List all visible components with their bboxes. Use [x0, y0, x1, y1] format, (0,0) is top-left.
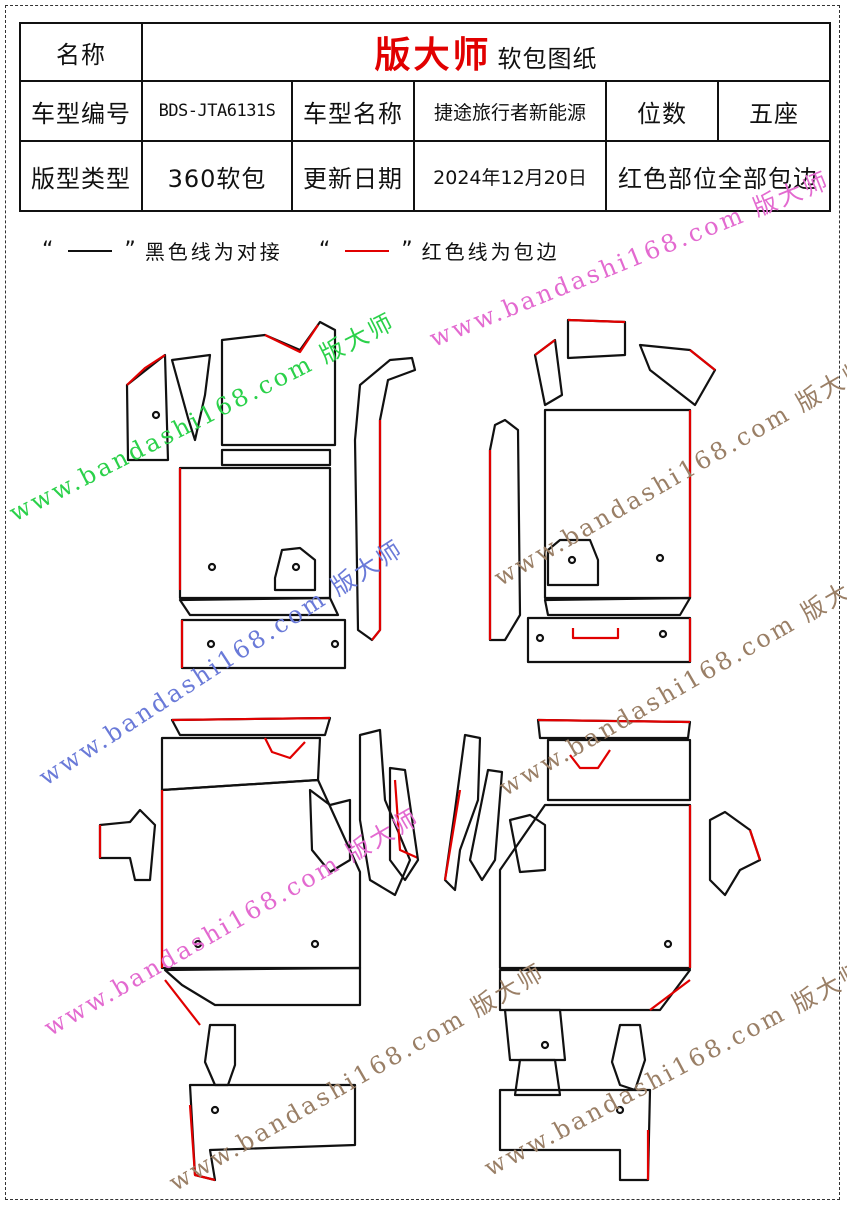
red-line-sample — [345, 249, 390, 252]
model-code: BDS-JTA6131S — [141, 80, 293, 142]
seats: 五座 — [716, 80, 832, 142]
title-cell: 版大师软包图纸 — [140, 22, 832, 82]
edge-note: 红色部位全部包边 — [604, 140, 832, 212]
line-legend: “ ” 黑色线为对接 “ ” 红色线为包边 — [36, 236, 560, 265]
legend-quote-open-2: “ — [318, 238, 334, 263]
label-seats: 位数 — [605, 80, 719, 142]
legend-black-text: 黑色线为对接 — [144, 240, 283, 264]
label-model-name: 车型名称 — [291, 80, 415, 142]
spec-table: 名称 版大师软包图纸 车型编号 BDS-JTA6131S 车型名称 捷途旅行者新… — [19, 22, 832, 212]
legend-quote-close-2: ” — [401, 238, 416, 263]
pattern-rear-left — [98, 716, 420, 1182]
label-update-date: 更新日期 — [291, 140, 415, 212]
label-name: 名称 — [19, 22, 143, 82]
brand-title: 版大师 — [374, 35, 492, 76]
pattern-rear-right — [443, 718, 762, 1182]
black-line-sample — [68, 249, 113, 252]
pattern-front-right — [488, 318, 717, 664]
update-date: 2024年12月20日 — [413, 140, 607, 212]
subtitle: 软包图纸 — [497, 45, 598, 73]
label-model-code: 车型编号 — [19, 80, 143, 142]
pattern-type: 360软包 — [141, 140, 293, 212]
legend-red-text: 红色线为包边 — [421, 240, 560, 264]
pattern-front-left — [125, 320, 417, 670]
model-name: 捷途旅行者新能源 — [413, 80, 607, 142]
page-border — [5, 5, 840, 1200]
label-pattern-type: 版型类型 — [19, 140, 143, 212]
legend-quote-open: “ — [42, 238, 57, 263]
legend-quote-close: ” — [124, 238, 139, 263]
